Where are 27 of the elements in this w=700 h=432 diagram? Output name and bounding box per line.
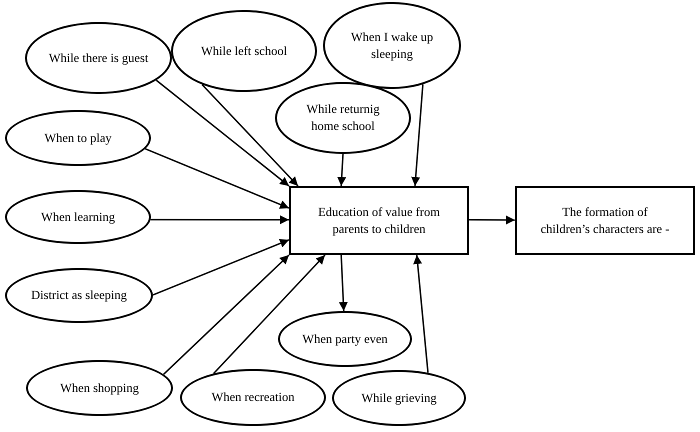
node-label: When I wake up sleeping xyxy=(350,28,434,62)
arrow xyxy=(152,239,290,296)
node-label: When party even xyxy=(302,330,388,348)
node-label: When learning xyxy=(41,208,115,226)
node-label: When to play xyxy=(44,130,112,146)
arrow xyxy=(338,254,348,312)
arrow xyxy=(213,254,326,374)
node-label: When recreation xyxy=(212,389,294,406)
arrow xyxy=(163,254,290,375)
process-box xyxy=(515,186,695,255)
arrow xyxy=(411,84,424,186)
arrow xyxy=(413,254,429,373)
node-label: While there is guest xyxy=(48,50,148,66)
node-label: While left school xyxy=(200,42,288,60)
arrow xyxy=(156,80,290,187)
arrow xyxy=(469,216,515,224)
node-label: The formation of children’s characters are - xyxy=(540,204,670,238)
arrow xyxy=(145,148,290,209)
process-box xyxy=(289,186,469,255)
arrow xyxy=(150,215,289,224)
node-label: When shopping xyxy=(60,380,139,396)
node-label: While returnig home school xyxy=(305,101,381,135)
node-label: District as sleeping xyxy=(31,287,127,304)
arrow xyxy=(337,154,346,186)
node-label: While grieving xyxy=(361,390,437,406)
node-label: Education of value from parents to children xyxy=(317,204,441,238)
arrow xyxy=(202,84,299,187)
